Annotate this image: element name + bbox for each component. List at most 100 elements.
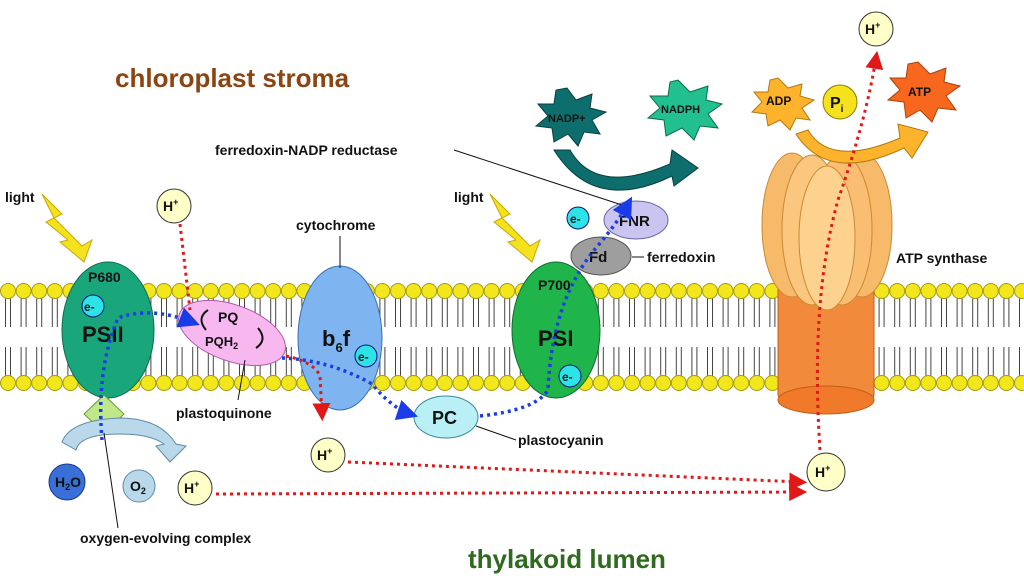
lipid-head [1014, 283, 1024, 299]
lipid-head [998, 283, 1015, 299]
lipid-head [171, 283, 188, 299]
lipid-head [405, 375, 422, 391]
pq-cycle-left-icon [200, 309, 209, 331]
lipid-head [686, 375, 703, 391]
lipid-head [249, 283, 266, 299]
adp-label: ADP [766, 94, 791, 108]
lipid-head [31, 283, 48, 299]
lumen-title: thylakoid lumen [468, 544, 666, 574]
svg-text:O2: O2 [130, 478, 146, 496]
atp-synthase-head [761, 152, 893, 311]
lipid-head [140, 375, 157, 391]
water-split-arrow [61, 417, 188, 463]
lipid-head [998, 375, 1015, 391]
lipid-head [187, 283, 204, 299]
lipid-head [452, 375, 469, 391]
fd-label: Fd [589, 249, 607, 266]
lipid-head [748, 283, 765, 299]
atp-label: ATP [908, 85, 931, 99]
atp-synthesis-arrow [795, 123, 929, 164]
lipid-head [202, 283, 219, 299]
lipid-head [904, 283, 921, 299]
h-plus-lumen-atp: H+ [806, 452, 846, 492]
lipid-head [686, 283, 703, 299]
lipid-head [280, 375, 297, 391]
h-plus-stroma-pq: H+ [156, 188, 192, 224]
b6f-label: b6f [322, 326, 351, 355]
lipid-head [889, 283, 906, 299]
lipid-head [390, 283, 406, 299]
lipid-head [499, 375, 516, 391]
lipid-head [405, 283, 422, 299]
svg-text:e-: e- [84, 300, 95, 314]
lipid-head [499, 283, 516, 299]
svg-text:H+: H+ [317, 446, 332, 463]
lipid-head [936, 375, 952, 391]
lipid-head [218, 283, 235, 299]
lipid-head [15, 283, 32, 299]
svg-text:H+: H+ [163, 197, 178, 214]
lipid-head [46, 283, 63, 299]
ferredoxin-label: ferredoxin [647, 249, 715, 265]
lipid-head [920, 283, 937, 299]
lipid-head [717, 283, 734, 299]
lipid-head [982, 375, 999, 391]
lightning-right-icon [489, 193, 541, 263]
nadp-label: NADP+ [548, 113, 586, 125]
lipid-head [31, 375, 48, 391]
lipid-head [702, 283, 718, 299]
lipid-head [670, 375, 687, 391]
proton-flow-path [178, 50, 884, 502]
plastoquinone-pointer [237, 359, 246, 401]
light-left-label: light [5, 189, 35, 205]
lipid-head [483, 283, 500, 299]
lipid-head [670, 283, 687, 299]
lipid-head [1014, 375, 1024, 391]
lipid-head [639, 375, 656, 391]
svg-text:Pi: Pi [830, 95, 844, 115]
electron-fnr: e- [566, 206, 590, 230]
lipid-head [951, 375, 968, 391]
atp-starburst [886, 61, 962, 123]
lipid-head [951, 283, 968, 299]
lipid-head [873, 375, 890, 391]
svg-text:H+: H+ [184, 479, 199, 496]
lipid-head [452, 283, 469, 299]
lipid-head [655, 375, 672, 391]
lipid-head [15, 375, 32, 391]
lipid-head [702, 375, 718, 391]
oec-pointer [103, 432, 119, 529]
lipid-head [889, 375, 906, 391]
lipid-head [234, 283, 250, 299]
lipid-head [202, 375, 219, 391]
lipid-head [46, 375, 63, 391]
lipid-head [967, 283, 984, 299]
lipid-head [468, 283, 484, 299]
lipid-head [608, 283, 625, 299]
lipid-head [390, 375, 406, 391]
lipid-head [280, 283, 297, 299]
p700-label: P700 [538, 277, 571, 293]
pi-phosphate: Pi [822, 84, 858, 120]
psii-complex [61, 261, 155, 399]
stroma-title: chloroplast stroma [115, 63, 350, 93]
lipid-head [374, 283, 391, 299]
lipid-head [156, 375, 172, 391]
lipid-head [592, 283, 609, 299]
lightning-left-icon [41, 193, 93, 263]
ferredoxin-fd [570, 236, 632, 276]
svg-text:e-: e- [570, 212, 581, 226]
plastocyanin-label: plastocyanin [518, 432, 604, 448]
lipid-head [717, 375, 734, 391]
electron-psii: e- [81, 294, 105, 318]
plastocyanin-pointer [475, 425, 517, 441]
svg-text:H2O: H2O [55, 474, 81, 492]
lipid-head [982, 283, 999, 299]
lipid-head [436, 375, 453, 391]
electron-b6f: e- [354, 344, 378, 368]
pqh2-label: PQH2 [205, 334, 238, 351]
nadp-starburst [534, 87, 608, 147]
lipid-head [733, 375, 750, 391]
lipid-head [421, 375, 438, 391]
